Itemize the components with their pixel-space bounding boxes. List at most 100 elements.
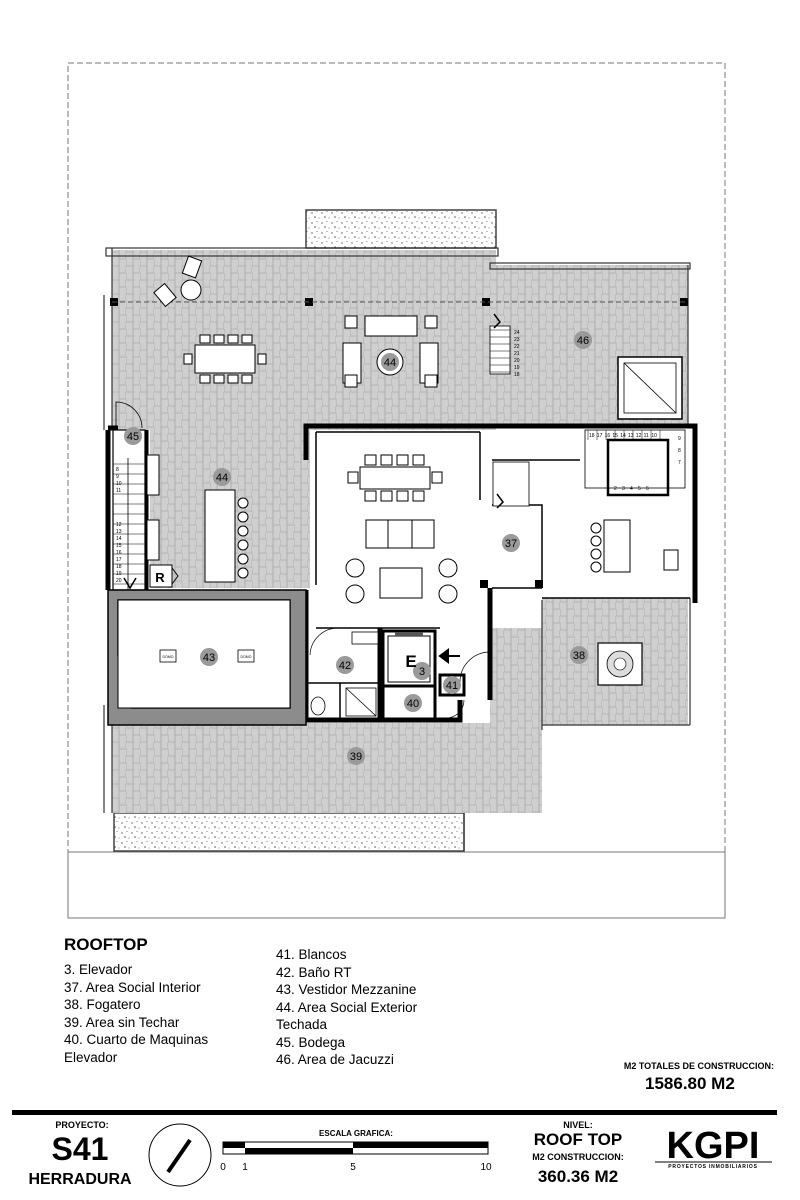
scale-bar bbox=[222, 1141, 489, 1155]
stair-step-label: 3 bbox=[622, 486, 625, 492]
legend-item: 39. Area sin Techar bbox=[64, 1014, 180, 1030]
legend-item: 44. Area Social Exterior bbox=[276, 999, 418, 1015]
r-box bbox=[149, 564, 173, 588]
nivel-label: NIVEL: bbox=[563, 1120, 593, 1130]
stair-step-label: 13 bbox=[116, 529, 122, 535]
room-markers: 44 44 45 46 37 43 42 3 41 40 38 39 bbox=[124, 331, 592, 765]
room-number: 42 bbox=[339, 660, 351, 672]
kgpi-logo-subtitle: PROYECTOS INMOBILIARIOS bbox=[668, 1164, 757, 1170]
outdoor-lounge bbox=[342, 315, 439, 388]
stair-step-label: 12 bbox=[636, 433, 642, 439]
north-arrow-icon bbox=[148, 1123, 212, 1187]
title-block: ESCALA GRAFICA: 0 1 5 10 PROYECTO: S41 H… bbox=[12, 1110, 777, 1188]
stair-step-label: 24 bbox=[514, 330, 520, 336]
stair-step-label: 18 bbox=[116, 564, 122, 570]
room-marker-38: 38 bbox=[570, 646, 588, 664]
stair-step-label: 8 bbox=[116, 467, 119, 473]
door-swings bbox=[309, 627, 491, 719]
stair-step-label: 5 bbox=[638, 486, 641, 492]
stair-step-label: 14 bbox=[116, 536, 122, 542]
room-marker-44b: 44 bbox=[213, 468, 231, 486]
room-marker-41: 41 bbox=[443, 676, 461, 694]
stair-step-label: 20 bbox=[514, 358, 520, 364]
bath-fixtures bbox=[310, 631, 379, 717]
legend-item: 38. Fogatero bbox=[64, 997, 141, 1012]
room-number: 45 bbox=[127, 431, 139, 443]
stair-step-label: 21 bbox=[514, 351, 520, 357]
room-marker-40: 40 bbox=[404, 694, 422, 712]
room-marker-42: 42 bbox=[336, 656, 354, 674]
stair-step-label: 20 bbox=[116, 578, 122, 584]
terrace-edges bbox=[103, 247, 691, 851]
elevator-letter: E bbox=[405, 652, 416, 671]
room-marker-44: 44 bbox=[381, 353, 399, 371]
legend-item: 3. Elevador bbox=[64, 962, 133, 977]
stair-step-label: 15 bbox=[116, 543, 122, 549]
stair-step-label: 9 bbox=[678, 436, 681, 442]
stair-step-label: 19 bbox=[116, 571, 122, 577]
stair-step-label: 19 bbox=[514, 365, 520, 371]
interior-dining bbox=[347, 454, 443, 502]
room-number: 40 bbox=[407, 698, 419, 710]
stair-step-label: 4 bbox=[630, 486, 633, 492]
proyecto-name: HERRADURA bbox=[28, 1171, 132, 1188]
stair-step-label: 8 bbox=[678, 448, 681, 454]
legend-item: 45. Bodega bbox=[276, 1034, 346, 1050]
stair-step-label: 18 bbox=[514, 372, 520, 378]
door-swing-left bbox=[115, 401, 143, 429]
room-marker-39: 39 bbox=[347, 747, 365, 765]
interior-floor-right bbox=[492, 430, 692, 598]
legend-item: 41. Blancos bbox=[276, 947, 347, 962]
room-number: 3 bbox=[419, 666, 425, 678]
scale-tick-5: 5 bbox=[350, 1162, 356, 1173]
room-number: 46 bbox=[577, 335, 589, 347]
planter-bottom bbox=[113, 812, 465, 852]
interior-living bbox=[345, 519, 458, 604]
room-number: 38 bbox=[573, 650, 585, 662]
right-bar bbox=[590, 519, 679, 573]
stair-step-label: 2 bbox=[614, 486, 617, 492]
outdoor-dining-table bbox=[183, 334, 267, 384]
proyecto-label: PROYECTO: bbox=[55, 1120, 108, 1130]
stair-step-label: 18 bbox=[589, 433, 595, 439]
scale-tick-1: 1 bbox=[242, 1162, 248, 1173]
stair-step-label: 17 bbox=[116, 557, 122, 563]
domo-label-2: DOMO bbox=[241, 655, 252, 659]
scale-tick-0: 0 bbox=[220, 1162, 226, 1173]
stair-step-label: 17 bbox=[597, 433, 603, 439]
r-letter: R bbox=[155, 570, 165, 585]
fire-pit bbox=[597, 642, 643, 686]
stair-step-label: 10 bbox=[116, 481, 122, 487]
planter-top bbox=[305, 209, 497, 249]
room-number: 43 bbox=[203, 652, 215, 664]
r-arrow-icon bbox=[171, 567, 179, 585]
m2-value: 360.36 M2 bbox=[538, 1167, 618, 1186]
legend-item: 46. Area de Jacuzzi bbox=[276, 1052, 394, 1067]
room-marker-3: 3 bbox=[413, 662, 431, 680]
legend-item: Techada bbox=[276, 1017, 328, 1032]
thin-walls bbox=[306, 431, 690, 722]
stair-step-label: 7 bbox=[678, 460, 681, 466]
room-number: 39 bbox=[350, 751, 362, 763]
elevator-arrow bbox=[438, 648, 460, 664]
stair-step-label: 10 bbox=[651, 433, 657, 439]
property-boundary bbox=[67, 62, 726, 919]
totals-value: 1586.80 M2 bbox=[645, 1074, 735, 1093]
stair-step-label: 6 bbox=[646, 486, 649, 492]
lounge-chairs bbox=[153, 255, 203, 308]
room-marker-37: 37 bbox=[502, 534, 520, 552]
scale-tick-10: 10 bbox=[480, 1162, 492, 1173]
stair-step-label: 15 bbox=[612, 433, 618, 439]
stair-step-label: 16 bbox=[116, 550, 122, 556]
stair-step-label: 13 bbox=[628, 433, 634, 439]
proyecto-code: S41 bbox=[52, 1131, 109, 1167]
bar-table bbox=[204, 489, 249, 583]
legend-item: 40. Cuarto de Maquinas bbox=[64, 1032, 209, 1047]
room-number: 44 bbox=[384, 357, 396, 369]
room-number: 37 bbox=[505, 538, 517, 550]
skylight bbox=[617, 356, 683, 420]
